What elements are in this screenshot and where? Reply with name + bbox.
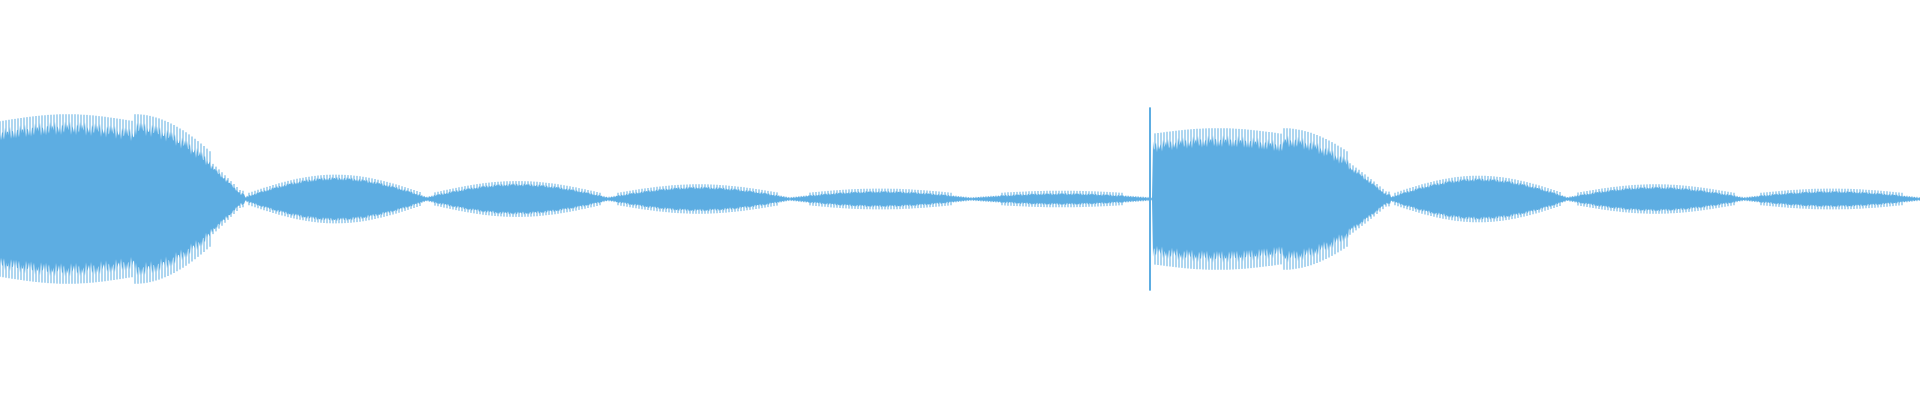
audio-waveform (0, 107, 1920, 291)
